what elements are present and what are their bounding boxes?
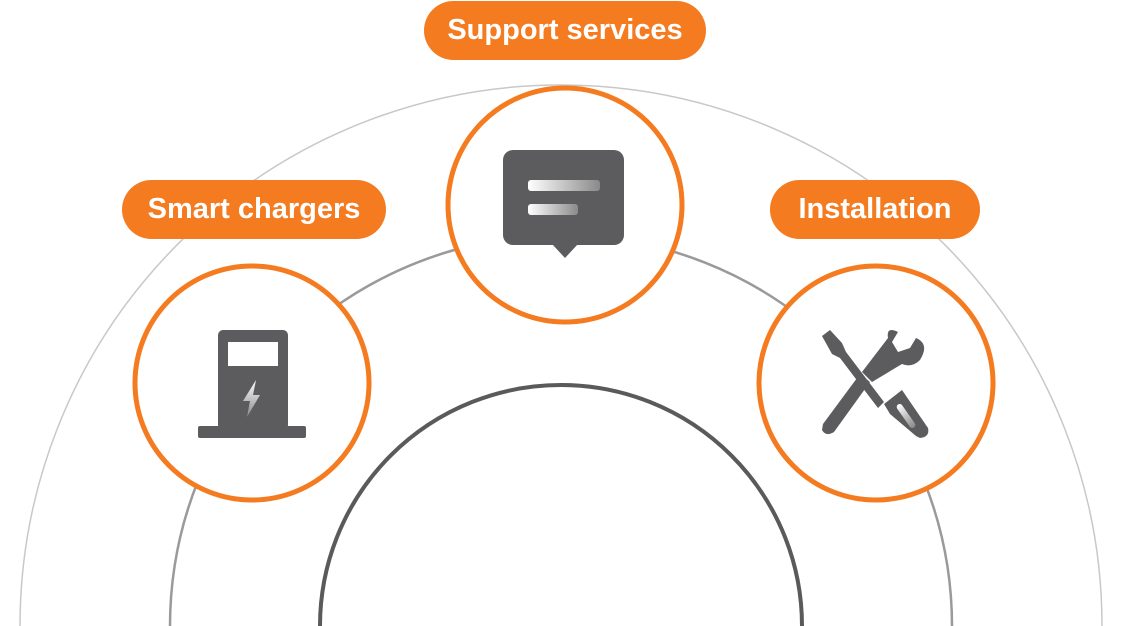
smart-chargers-node <box>132 263 372 503</box>
support-services-node <box>445 85 685 325</box>
outer-ring <box>19 84 1103 626</box>
installation-node <box>756 263 996 503</box>
speech-bubble-icon <box>503 150 624 258</box>
inner-ring <box>318 383 804 626</box>
smart-chargers-label: Smart chargers <box>122 180 386 239</box>
ev-charger-icon <box>198 330 306 438</box>
installation-label: Installation <box>770 180 980 239</box>
support-services-label: Support services <box>424 1 706 60</box>
tools-icon <box>822 330 929 438</box>
